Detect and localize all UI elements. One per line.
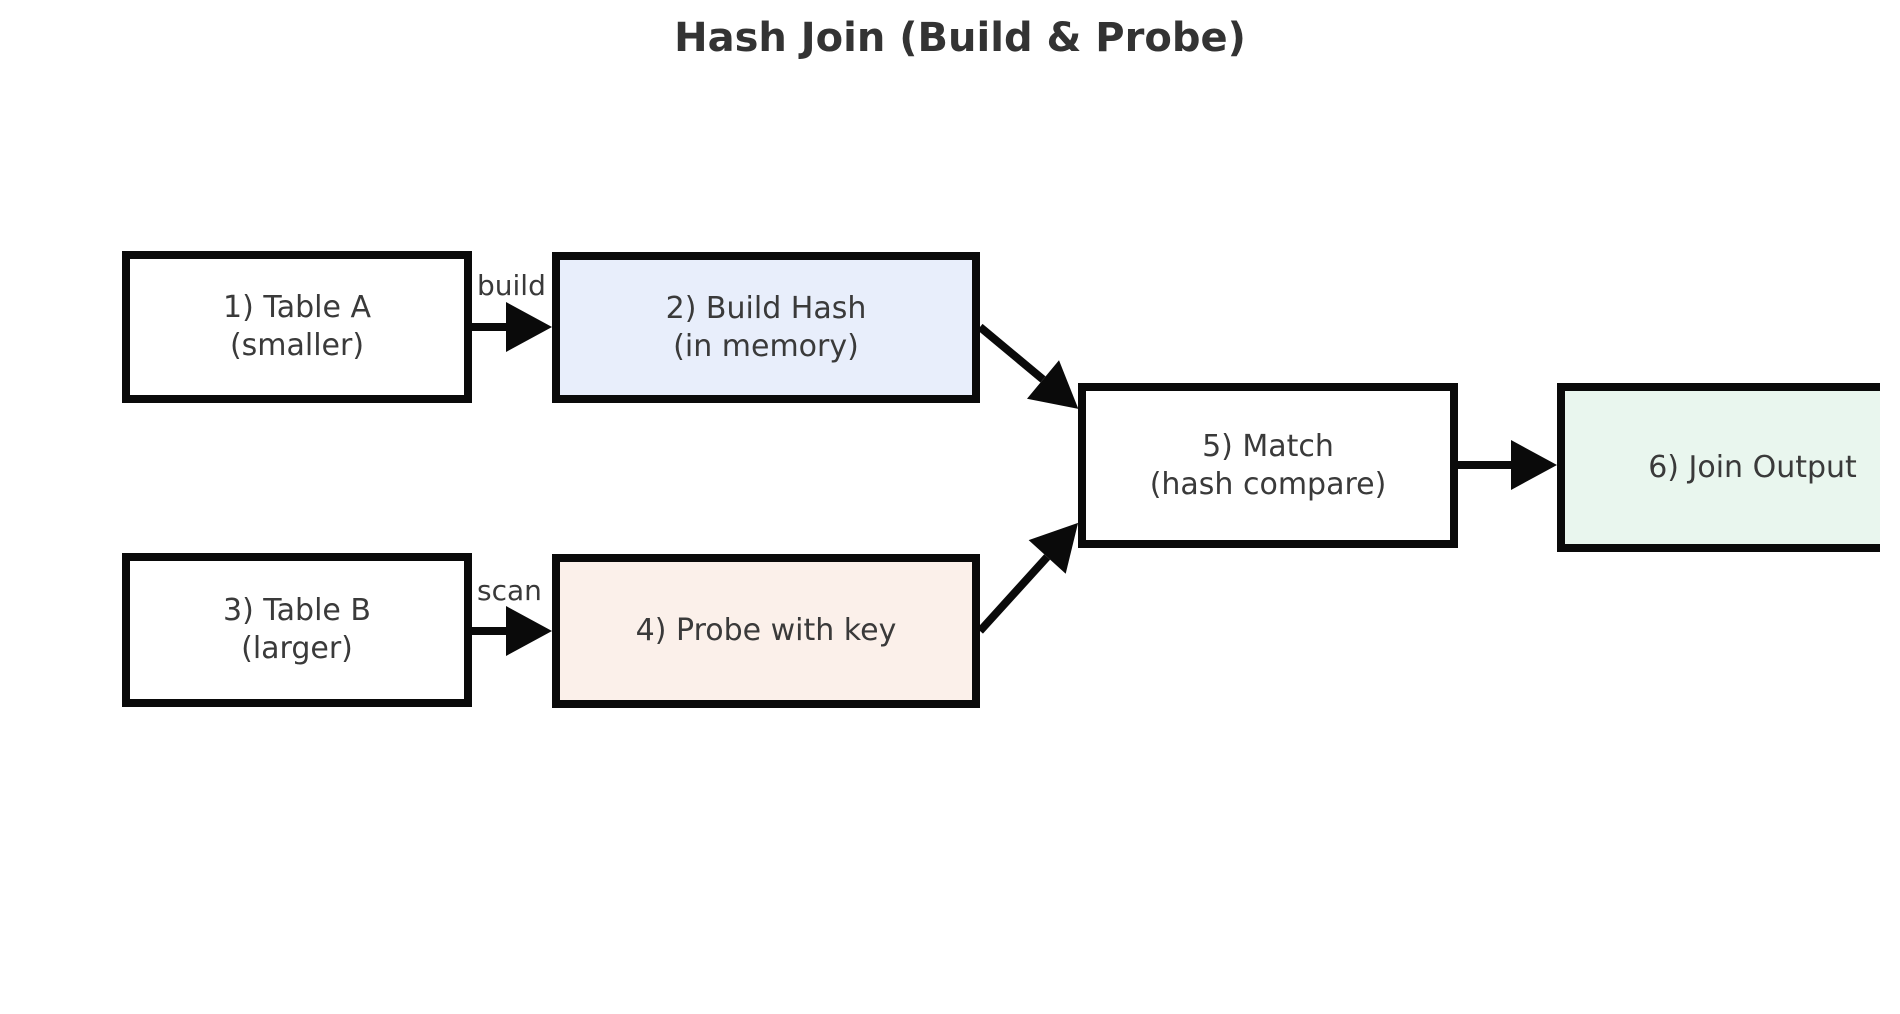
diagram-title: Hash Join (Build & Probe)	[674, 15, 1246, 61]
arrow-probe-to-match	[977, 554, 1051, 634]
node-label-line: 6) Join Output	[1648, 449, 1857, 485]
node-label-line: (hash compare)	[1149, 466, 1387, 502]
node-table-a: 1) Table A (smaller)	[122, 251, 472, 403]
node-label-line: 5) Match	[1202, 428, 1334, 464]
node-table-b: 3) Table B (larger)	[122, 553, 472, 707]
arrow-table-a-to-build-hash	[472, 302, 552, 352]
node-label-line: 3) Table B	[222, 593, 372, 628]
edge-label-scan: scan	[477, 574, 542, 607]
node-build-hash: 2) Build Hash (in memory)	[552, 252, 980, 403]
arrow-match-to-join-output	[1458, 440, 1557, 490]
arrow-table-b-to-probe	[472, 606, 552, 656]
node-label-line: 2) Build Hash	[665, 290, 867, 326]
node-label-line: 1) Table A	[223, 290, 371, 325]
node-join-output: 6) Join Output	[1557, 383, 1880, 552]
node-label-line: 4) Probe with key	[635, 613, 897, 648]
node-label-line: (smaller)	[229, 328, 365, 363]
node-label-line: (in memory)	[673, 328, 859, 364]
arrow-build-hash-to-match	[977, 323, 1046, 383]
node-probe-with-key: 4) Probe with key	[552, 554, 980, 708]
node-match: 5) Match (hash compare)	[1078, 383, 1458, 548]
node-label-line: (larger)	[241, 631, 353, 666]
edge-label-build: build	[477, 269, 546, 302]
